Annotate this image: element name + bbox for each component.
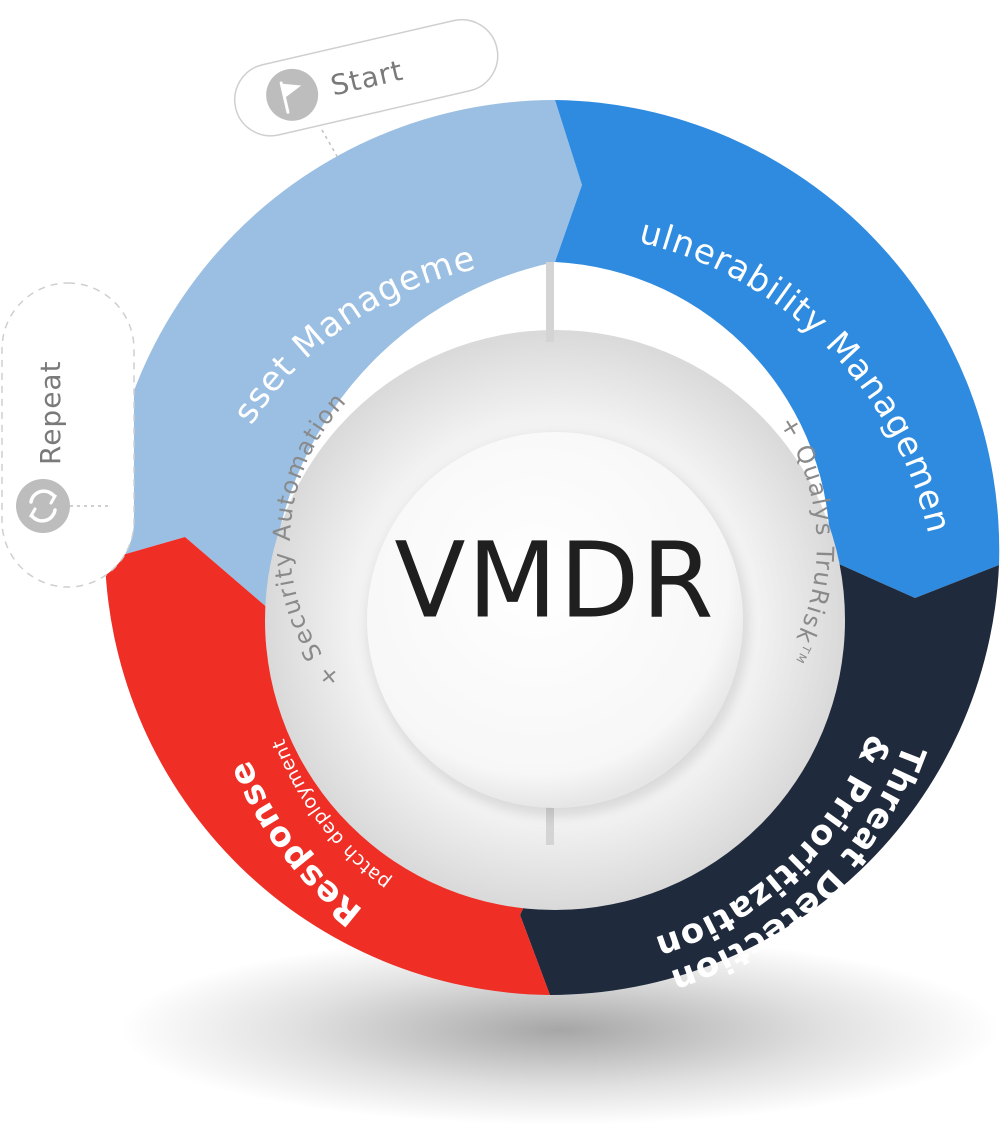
drop-shadow bbox=[120, 935, 1000, 1125]
repeat-pill bbox=[1, 282, 135, 588]
segment-vulnerability-management[interactable] bbox=[555, 100, 1000, 598]
refresh-icon bbox=[28, 489, 58, 523]
center-disc bbox=[367, 432, 743, 808]
repeat-marker[interactable]: Repeat bbox=[1, 282, 135, 588]
repeat-label: Repeat bbox=[34, 360, 67, 465]
refresh-icon-circle bbox=[16, 479, 70, 533]
inner-ring-gap-top bbox=[546, 262, 554, 342]
flag-icon-circle bbox=[266, 68, 319, 121]
flag-icon bbox=[279, 81, 302, 114]
center-title: VMDR bbox=[394, 519, 715, 641]
start-connector bbox=[321, 129, 339, 159]
start-marker[interactable]: Start bbox=[228, 13, 505, 143]
segment-asset-management[interactable] bbox=[104, 99, 583, 610]
